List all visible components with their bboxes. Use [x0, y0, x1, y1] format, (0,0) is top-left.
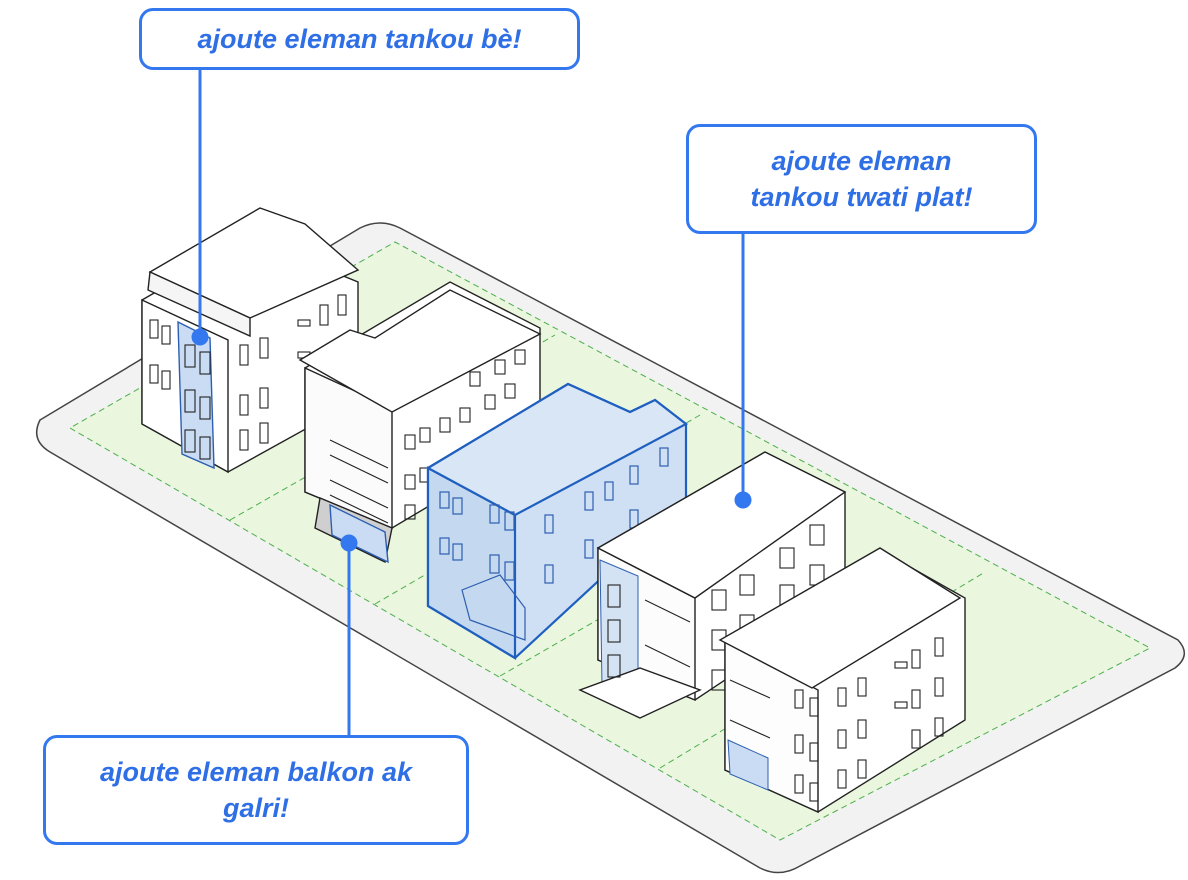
callout-bay-window: ajoute eleman tankou bè! [139, 8, 580, 70]
callout-leaders [191, 70, 752, 735]
leader-dot-bay [191, 328, 209, 346]
callout-flat-roof: ajoute eleman tankou twati plat! [686, 124, 1037, 234]
callout-balcony: ajoute eleman balkon ak galri! [43, 735, 469, 845]
building-highlighted [425, 382, 689, 660]
front-porch-highlight [727, 739, 769, 791]
callout-balcony-line1: ajoute eleman balkon ak [99, 757, 413, 787]
callout-flat-roof-line1: ajoute eleman [771, 146, 952, 176]
building-front-right [718, 547, 966, 814]
callout-balcony-line2: galri! [222, 793, 289, 823]
callout-flat-roof-line2: tankou twati plat! [750, 182, 973, 212]
leader-dot-balcony [340, 534, 358, 552]
porch-highlight [329, 503, 389, 564]
leader-dot-flat-roof [734, 491, 752, 509]
callout-bay-window-text: ajoute eleman tankou bè! [197, 24, 522, 54]
